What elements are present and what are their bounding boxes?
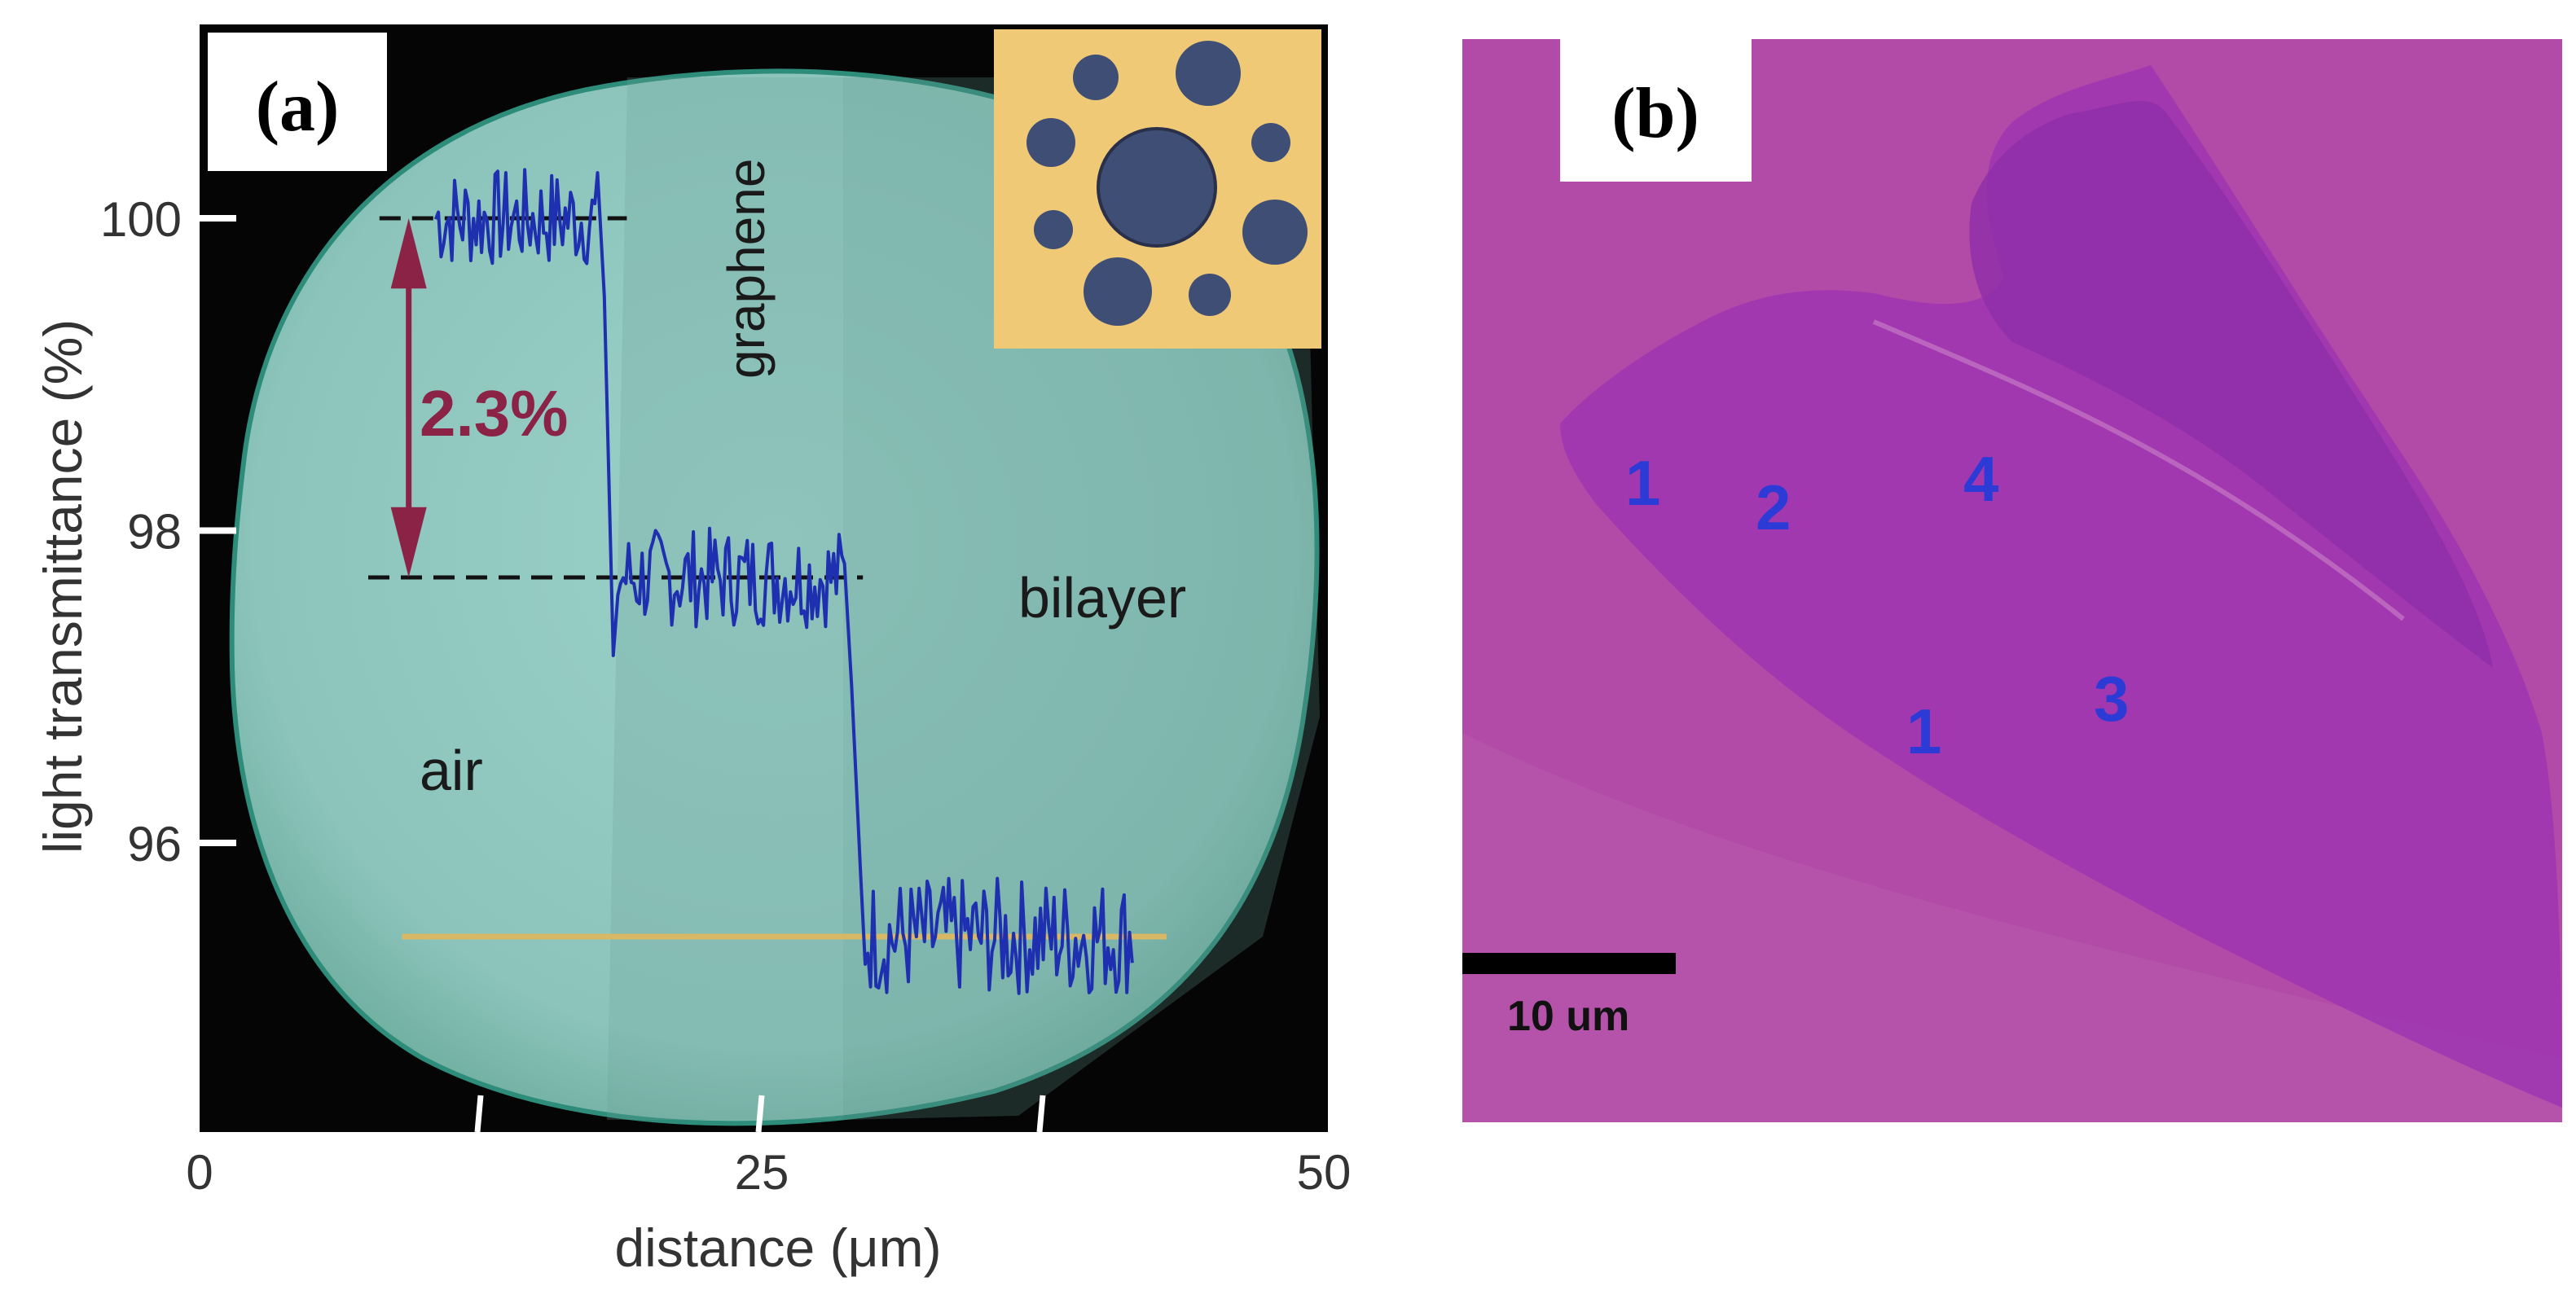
chart-a: 96 98 100 0 25 50 <box>100 168 1352 1200</box>
delta-arrow-head-bottom <box>390 507 427 578</box>
x-tick <box>1036 1095 1046 1133</box>
panel-b-label-box <box>1560 39 1752 182</box>
x-tick <box>755 1095 765 1133</box>
panel-a-label-box <box>208 33 387 171</box>
panel-b: 1 2 4 1 3 10 um (b) <box>1462 39 2562 1122</box>
delta-arrow-head-top <box>390 218 427 289</box>
fold-line <box>1872 319 2405 621</box>
scale-bar <box>1462 953 1676 974</box>
layer-mark: 1 <box>1906 696 1941 767</box>
layer-mark: 3 <box>2094 663 2129 735</box>
annotation-delta: 2.3% <box>420 377 568 450</box>
inset-hole <box>1034 210 1073 249</box>
layer-mark: 1 <box>1625 447 1660 519</box>
inset-hole <box>1026 118 1075 167</box>
panel-b-label: (b) <box>1611 74 1699 153</box>
inset-hole <box>1189 274 1231 316</box>
annotation-air: air <box>420 739 483 802</box>
inset-aperture-grid <box>994 29 1321 349</box>
y-axis-label: light transmittance (%) <box>33 319 93 854</box>
layer-mark: 4 <box>1963 443 1998 515</box>
graphene-flake-thick <box>1969 101 2493 669</box>
layer-mark: 2 <box>1756 472 1791 543</box>
transmittance-trace <box>433 168 1134 995</box>
inset-hole <box>1084 257 1152 326</box>
x-tick-label: 50 <box>1297 1145 1352 1200</box>
x-tick-label: 25 <box>735 1145 789 1200</box>
x-axis-label: distance (μm) <box>614 1218 941 1278</box>
inset-hole-center <box>1097 127 1217 248</box>
substrate-lower-shade <box>1462 733 2562 1122</box>
inset-hole <box>1242 200 1308 265</box>
annotation-bilayer: bilayer <box>1018 566 1186 630</box>
inset-hole <box>1176 41 1241 106</box>
inset-hole <box>1251 123 1290 162</box>
x-tick <box>474 1095 484 1133</box>
graphene-flake <box>1560 65 2562 1108</box>
scale-bar-label: 10 um <box>1507 993 1629 1040</box>
y-tick-label: 98 <box>127 505 182 560</box>
panel-a-label: (a) <box>256 68 340 147</box>
annotation-graphene: graphene <box>717 159 776 379</box>
layer-marks: 1 2 4 1 3 <box>1625 443 2129 767</box>
x-tick-label: 0 <box>186 1145 213 1200</box>
y-tick-label: 96 <box>127 817 182 871</box>
inset-hole <box>1073 55 1119 100</box>
y-tick-label: 100 <box>100 192 182 247</box>
panel-a: (a) 96 98 100 0 25 50 2.3% graphene bilayer a… <box>33 24 1351 1278</box>
